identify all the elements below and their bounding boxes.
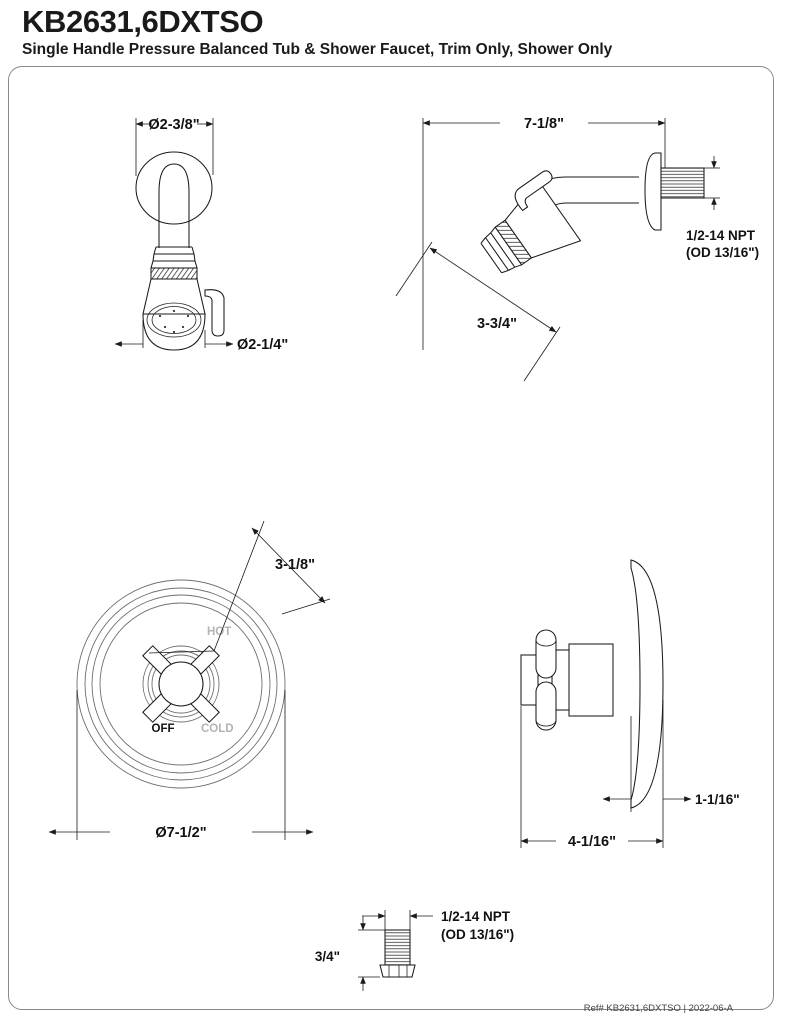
- label-cold: COLD: [201, 723, 234, 735]
- showerarm-threaded-nipple: [660, 167, 705, 199]
- dim-head-face-text: 3-3/4": [477, 316, 517, 332]
- trim-side-handle-base: [520, 654, 539, 706]
- dim-total-depth-text: 4-1/16": [568, 834, 616, 850]
- dim-flange-diameter-text: Ø2-3/8": [148, 117, 199, 133]
- showerhead-body: [142, 278, 206, 315]
- nipple-npt-spec-text: 1/2-14 NPT: [441, 909, 511, 924]
- trim-side-arm-lower-cap: [535, 719, 557, 727]
- showerhead-arm-bend: [158, 163, 190, 193]
- dimension-plate-depth: 1-1/16": [602, 700, 740, 812]
- label-off: OFF: [152, 723, 175, 735]
- view-showerhead-front: Ø2-3/8": [114, 117, 288, 353]
- footer-reference: Ref# KB2631,6DXTSO | 2022-06-A: [583, 1003, 733, 1014]
- dimension-head-diameter: Ø2-1/4": [114, 320, 288, 353]
- showerhead-collar-rings: [150, 246, 198, 269]
- page-subtitle: Single Handle Pressure Balanced Tub & Sh…: [22, 41, 613, 58]
- nipple-npt-od-text: (OD 13/16"): [441, 927, 514, 942]
- trim-side-cross-arm-lower: [535, 681, 557, 731]
- dim-handle-span-text: 3-1/8": [275, 557, 315, 573]
- dim-nipple-height-text: 3/4": [315, 949, 340, 964]
- dimension-arm-length: 7-1/8": [422, 116, 666, 350]
- showerhead-wall-flange: [135, 151, 213, 225]
- trim-plate-hub-ring-b: [151, 654, 211, 714]
- dim-plate-depth-text: 1-1/16": [695, 792, 740, 807]
- showerhead-adjust-lever: [204, 289, 225, 337]
- nipple-hex-facets: [388, 965, 408, 977]
- dimension-nipple-height: 3/4": [315, 916, 385, 991]
- dimension-handle-span: 3-1/8": [148, 520, 331, 654]
- showerarm-wall-flange: [644, 152, 662, 231]
- view-trim-front: HOT OFF COLD 3-1/8" Ø7-1/2": [48, 520, 331, 841]
- trim-side-cross-arm-upper: [535, 629, 557, 679]
- drawing-frame-border: [8, 66, 774, 1010]
- label-hot: HOT: [207, 626, 231, 638]
- dim-plate-diameter-text: Ø7-1/2": [155, 825, 206, 841]
- callout-nipple-npt: 1/2-14 NPT (OD 13/16"): [362, 909, 514, 942]
- trim-side-arm-upper-cap: [535, 639, 557, 647]
- dim-head-diameter-text: Ø2-1/4": [237, 337, 288, 353]
- trim-plate-hub-ring-a: [147, 650, 215, 718]
- page-title: KB2631,6DXTSO: [22, 4, 264, 39]
- view-nipple-detail: 3/4" 1/2-14 NPT (OD 13/16"): [315, 909, 514, 991]
- trim-side-handle-cap: [568, 643, 614, 717]
- showerhead-face-outer-ring: [146, 302, 202, 338]
- showerhead-knurled-band: [150, 267, 198, 280]
- showerhead2-body: [504, 179, 582, 259]
- npt-od-text: (OD 13/16"): [686, 245, 759, 260]
- cross-handle-hub: [158, 661, 204, 707]
- callout-npt-thread: 1/2-14 NPT (OD 13/16"): [686, 156, 759, 260]
- nipple-threaded-body: [384, 929, 411, 966]
- dimension-head-face: 3-3/4": [395, 241, 561, 382]
- dim-arm-length-text: 7-1/8": [524, 116, 564, 132]
- nipple-hex-base: [379, 964, 416, 978]
- npt-spec-text: 1/2-14 NPT: [686, 228, 756, 243]
- showerhead-face-inner-ring: [151, 306, 197, 334]
- showerhead2-adjust-lever: [514, 170, 553, 212]
- showerhead-arm-tube: [158, 192, 190, 248]
- view-showerarm-side: 7-1/8" 1/2-14 NPT (OD 13/16"): [395, 116, 759, 382]
- dimension-flange-diameter: Ø2-3/8": [135, 117, 214, 176]
- showerhead-spray-holes: [158, 309, 190, 334]
- view-trim-side: 1-1/16" 4-1/16": [520, 559, 740, 850]
- dimension-plate-diameter: Ø7-1/2": [48, 690, 314, 841]
- dimension-total-depth: 4-1/16": [520, 706, 664, 850]
- trim-plate-profile: [630, 559, 664, 809]
- showerarm-head-assembly: [480, 170, 582, 274]
